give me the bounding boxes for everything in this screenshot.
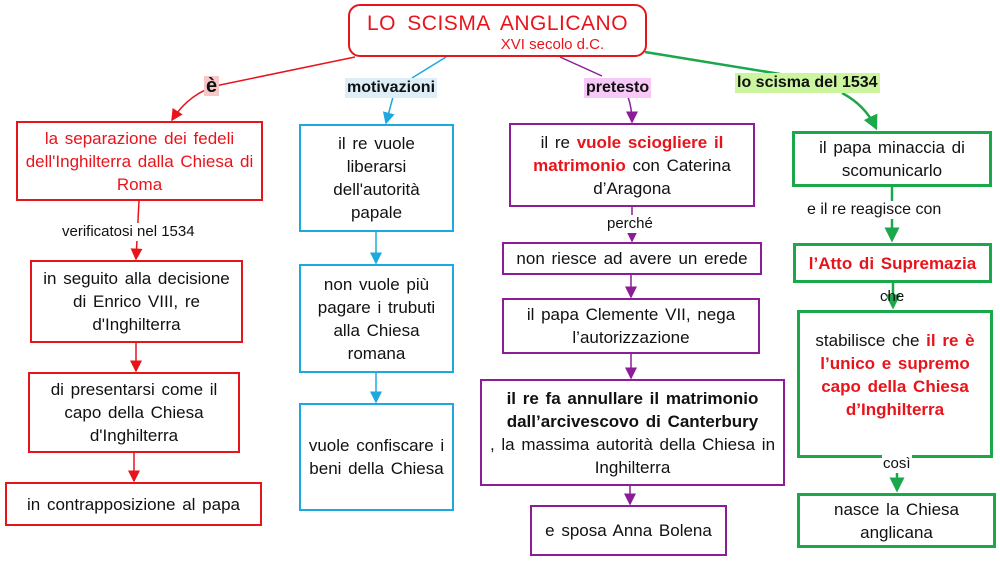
link-che: che xyxy=(880,288,905,305)
box-sciogliere: il re vuole sciogliere il matrimonio con… xyxy=(509,123,755,207)
highlight-text: vuole sciogliere il matrimonio xyxy=(533,133,724,175)
box-contrapposizione: in contrapposizione al papa xyxy=(5,482,262,526)
text: con Caterina d’Aragona xyxy=(593,156,731,198)
box-enrico: in seguito alla decisione di Enrico VIII… xyxy=(30,260,243,343)
bold-text: il re fa annullare il matrimonio dall’ar… xyxy=(506,388,759,431)
link-verificatosi: verificatosi nel 1534 xyxy=(61,223,196,241)
box-capo: di presentarsi come il capo della Chiesa… xyxy=(28,372,240,453)
branch-label-motivazioni: motivazioni xyxy=(345,78,438,98)
text: , la massima autorità della Chiesa in In… xyxy=(489,434,776,477)
link-perche: perché xyxy=(606,215,654,233)
box-annullare: il re fa annullare il matrimonio dall’ar… xyxy=(480,379,785,486)
text: il re xyxy=(540,133,577,152)
box-clemente: il papa Clemente VII, nega l’autorizzazi… xyxy=(502,298,760,354)
box-chiesa-anglicana: nasce la Chiesa anglicana xyxy=(797,493,996,548)
box-stabilisce: stabilisce che il re è l’unico e supremo… xyxy=(797,310,993,458)
box-erede: non riesce ad avere un erede xyxy=(502,242,762,275)
branch-label-pretesto: pretesto xyxy=(584,78,652,98)
branch-label-e: è xyxy=(204,75,220,97)
main-title-box: LO SCISMA ANGLICANO XVI secolo d.C. xyxy=(348,4,647,57)
box-confiscare: vuole confiscare i beni della Chiesa xyxy=(299,403,454,511)
box-liberarsi: il re vuole liberarsi dell'autorità papa… xyxy=(299,124,454,232)
subtitle: XVI secolo d.C. xyxy=(500,36,605,53)
branch-label-scisma: lo scisma del 1534 xyxy=(735,73,880,93)
box-bolena: e sposa Anna Bolena xyxy=(530,505,727,556)
box-scomunica: il papa minaccia di scomunicarlo xyxy=(792,131,992,187)
link-reagisce: e il re reagisce con xyxy=(806,201,943,219)
box-atto-supremazia: l’Atto di Supremazia xyxy=(793,243,992,283)
main-title: LO SCISMA ANGLICANO xyxy=(366,12,629,35)
text: stabilisce che xyxy=(815,331,927,350)
highlight-text: il re è l’unico e supremo capo della Chi… xyxy=(820,331,975,419)
link-cosi: così xyxy=(882,455,912,473)
box-tributi: non vuole più pagare i trubuti alla Chie… xyxy=(299,264,454,373)
box-separazione: la separazione dei fedeli dell'Inghilter… xyxy=(16,121,263,201)
